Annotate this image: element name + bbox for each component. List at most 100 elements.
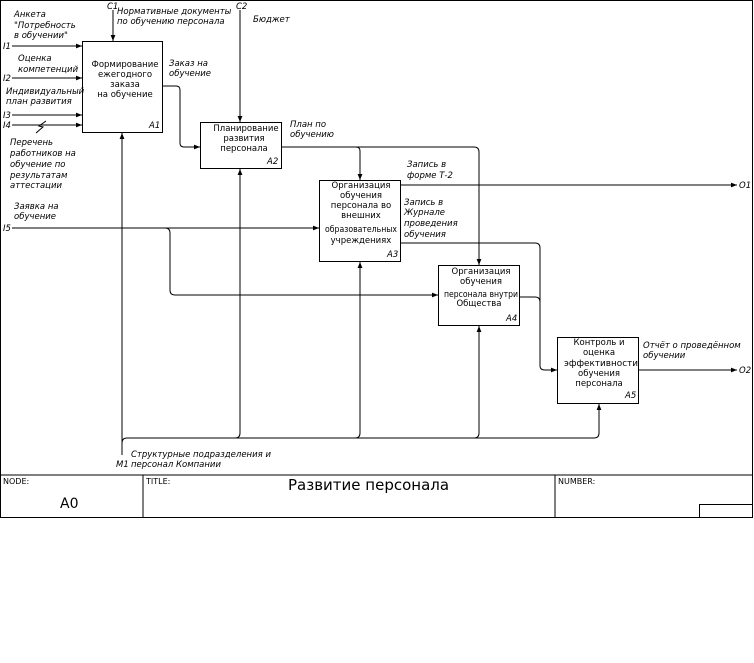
box-a4-line: обучения [460, 277, 502, 287]
box-a3[interactable]: Организация обучения персонала во внешни… [319, 180, 401, 262]
label-ocenka: Оценка компетенций [18, 54, 79, 75]
code-c2: C2 [236, 2, 247, 12]
label-journal-line: Запись в [404, 198, 443, 208]
arrow-a2-to-a3[interactable] [281, 146, 363, 180]
box-a1-line: заказа [110, 80, 140, 90]
box-a5[interactable]: Контроль и оценка эффективности обучения… [557, 337, 639, 404]
label-individ: Индивидуальный план развития [6, 87, 85, 107]
code-i1: I1 [3, 42, 11, 52]
box-a5-line: оценка [583, 348, 615, 358]
arrow-a1-to-a2[interactable] [162, 85, 200, 150]
code-o2: O2 [739, 366, 751, 376]
label-otchet-line: обучении [643, 351, 686, 361]
label-plan-line: План по [290, 120, 326, 130]
label-journal-line: Журнале [403, 208, 445, 218]
label-zayavka-line: обучение [14, 212, 56, 222]
label-perechen: Перечень работников на обучение по резул… [9, 138, 76, 191]
node-header: NODE: [3, 477, 29, 486]
label-zakaz: Заказ на обучение [169, 59, 211, 79]
box-a3-line: Организация [332, 181, 391, 191]
arrow-i5-to-a4[interactable] [164, 227, 438, 298]
label-struct: Структурные подразделения и персонал Ком… [131, 450, 271, 470]
label-anketa-line: Анкета [13, 10, 46, 20]
box-a5-line: эффективности [564, 359, 638, 369]
box-a1-line: Формирование [92, 60, 159, 70]
label-plan-line: обучению [290, 130, 334, 140]
box-a5-line: персонала [575, 379, 622, 389]
box-a2-line: развития [223, 134, 264, 144]
label-normdoc: Нормативные документы по обучению персон… [117, 7, 232, 27]
label-ocenka-line: Оценка [18, 54, 52, 64]
label-journal-line: проведения [404, 219, 458, 229]
label-zakaz-line: Заказ на [169, 59, 208, 69]
box-a2[interactable]: Планирование развития персонала A2 [200, 122, 282, 169]
label-struct-line: Структурные подразделения и [131, 450, 271, 460]
diagram-frame [0, 0, 753, 518]
arrow-m1-to-a3[interactable] [354, 262, 363, 439]
box-a5-line: обучения [578, 369, 620, 379]
box-a2-number: A2 [266, 157, 278, 167]
code-i5: I5 [3, 224, 11, 234]
label-t2-line: форме Т-2 [407, 171, 453, 181]
label-t2: Запись в форме Т-2 [407, 160, 453, 181]
code-i3: I3 [3, 111, 11, 121]
code-m1: M1 [116, 460, 129, 470]
box-a1-line: на обучение [97, 90, 153, 100]
code-c1: C1 [107, 2, 118, 12]
box-a4-line: Организация [452, 267, 511, 277]
box-a4-line: Общества [456, 299, 501, 309]
box-a3-number: A3 [386, 250, 398, 260]
label-otchet-line: Отчёт о проведённом [643, 341, 741, 351]
box-a3-line: внешних [341, 211, 381, 221]
label-perechen-line: результатам [9, 171, 68, 181]
arrow-a3-to-a5[interactable] [400, 242, 557, 373]
number-subcell [699, 504, 753, 518]
box-a3-line: учреждениях [331, 236, 392, 246]
code-o1: O1 [739, 181, 751, 191]
box-a1[interactable]: Формирование ежегодного заказа на обучен… [82, 41, 163, 133]
label-normdoc-line: по обучению персонала [117, 17, 225, 27]
label-perechen-line: обучение по [10, 160, 66, 170]
label-individ-line: Индивидуальный [6, 87, 85, 97]
label-journal-line: обучения [404, 230, 446, 240]
box-a1-number: A1 [148, 121, 160, 131]
box-a5-line: Контроль и [573, 338, 624, 348]
label-individ-line: план развития [6, 97, 72, 107]
box-a2-line: персонала [220, 144, 267, 154]
box-a3-line: образовательных [325, 225, 397, 235]
label-journal: Запись в Журнале проведения обучения [403, 198, 458, 240]
label-struct-line: персонал Компании [131, 460, 221, 470]
label-budget-line: Бюджет [253, 15, 291, 25]
arrow-m1-to-a2[interactable] [234, 169, 243, 439]
label-anketa-line: в обучении" [14, 31, 68, 41]
arrow-a4-to-a5[interactable] [519, 296, 541, 303]
label-zayavka-line: Заявка на [14, 202, 59, 212]
arrow-m1-to-a4[interactable] [473, 326, 482, 439]
box-a4-line: персонала внутри [444, 290, 518, 300]
label-perechen-line: аттестации [10, 181, 62, 191]
box-a4[interactable]: Организация обучения персонала внутри Об… [438, 265, 520, 326]
label-zakaz-line: обучение [169, 69, 211, 79]
label-otchet: Отчёт о проведённом обучении [643, 341, 741, 361]
code-i2: I2 [3, 74, 11, 84]
arrow-a2-to-a4[interactable] [356, 146, 482, 265]
box-a1-line: ежегодного [98, 70, 152, 80]
label-t2-line: Запись в [407, 160, 446, 170]
box-a2-line: Планирование [213, 124, 278, 134]
label-ocenka-line: компетенций [18, 65, 79, 75]
node-value: A0 [60, 496, 78, 512]
title-header: TITLE: [145, 477, 170, 486]
diagram-title: Развитие персонала [288, 476, 449, 494]
label-plan: План по обучению [290, 120, 334, 140]
label-budget: Бюджет [253, 15, 291, 25]
box-a4-number: A4 [505, 314, 517, 324]
box-a3-line: персонала во [331, 201, 391, 211]
label-anketa-line: "Потребность [14, 21, 76, 31]
number-header: NUMBER: [558, 477, 595, 486]
label-perechen-line: работников на [9, 149, 76, 159]
mechanism-bus [121, 404, 602, 444]
box-a5-number: A5 [624, 391, 636, 401]
label-zayavka: Заявка на обучение [14, 202, 59, 222]
label-normdoc-line: Нормативные документы [117, 7, 232, 17]
